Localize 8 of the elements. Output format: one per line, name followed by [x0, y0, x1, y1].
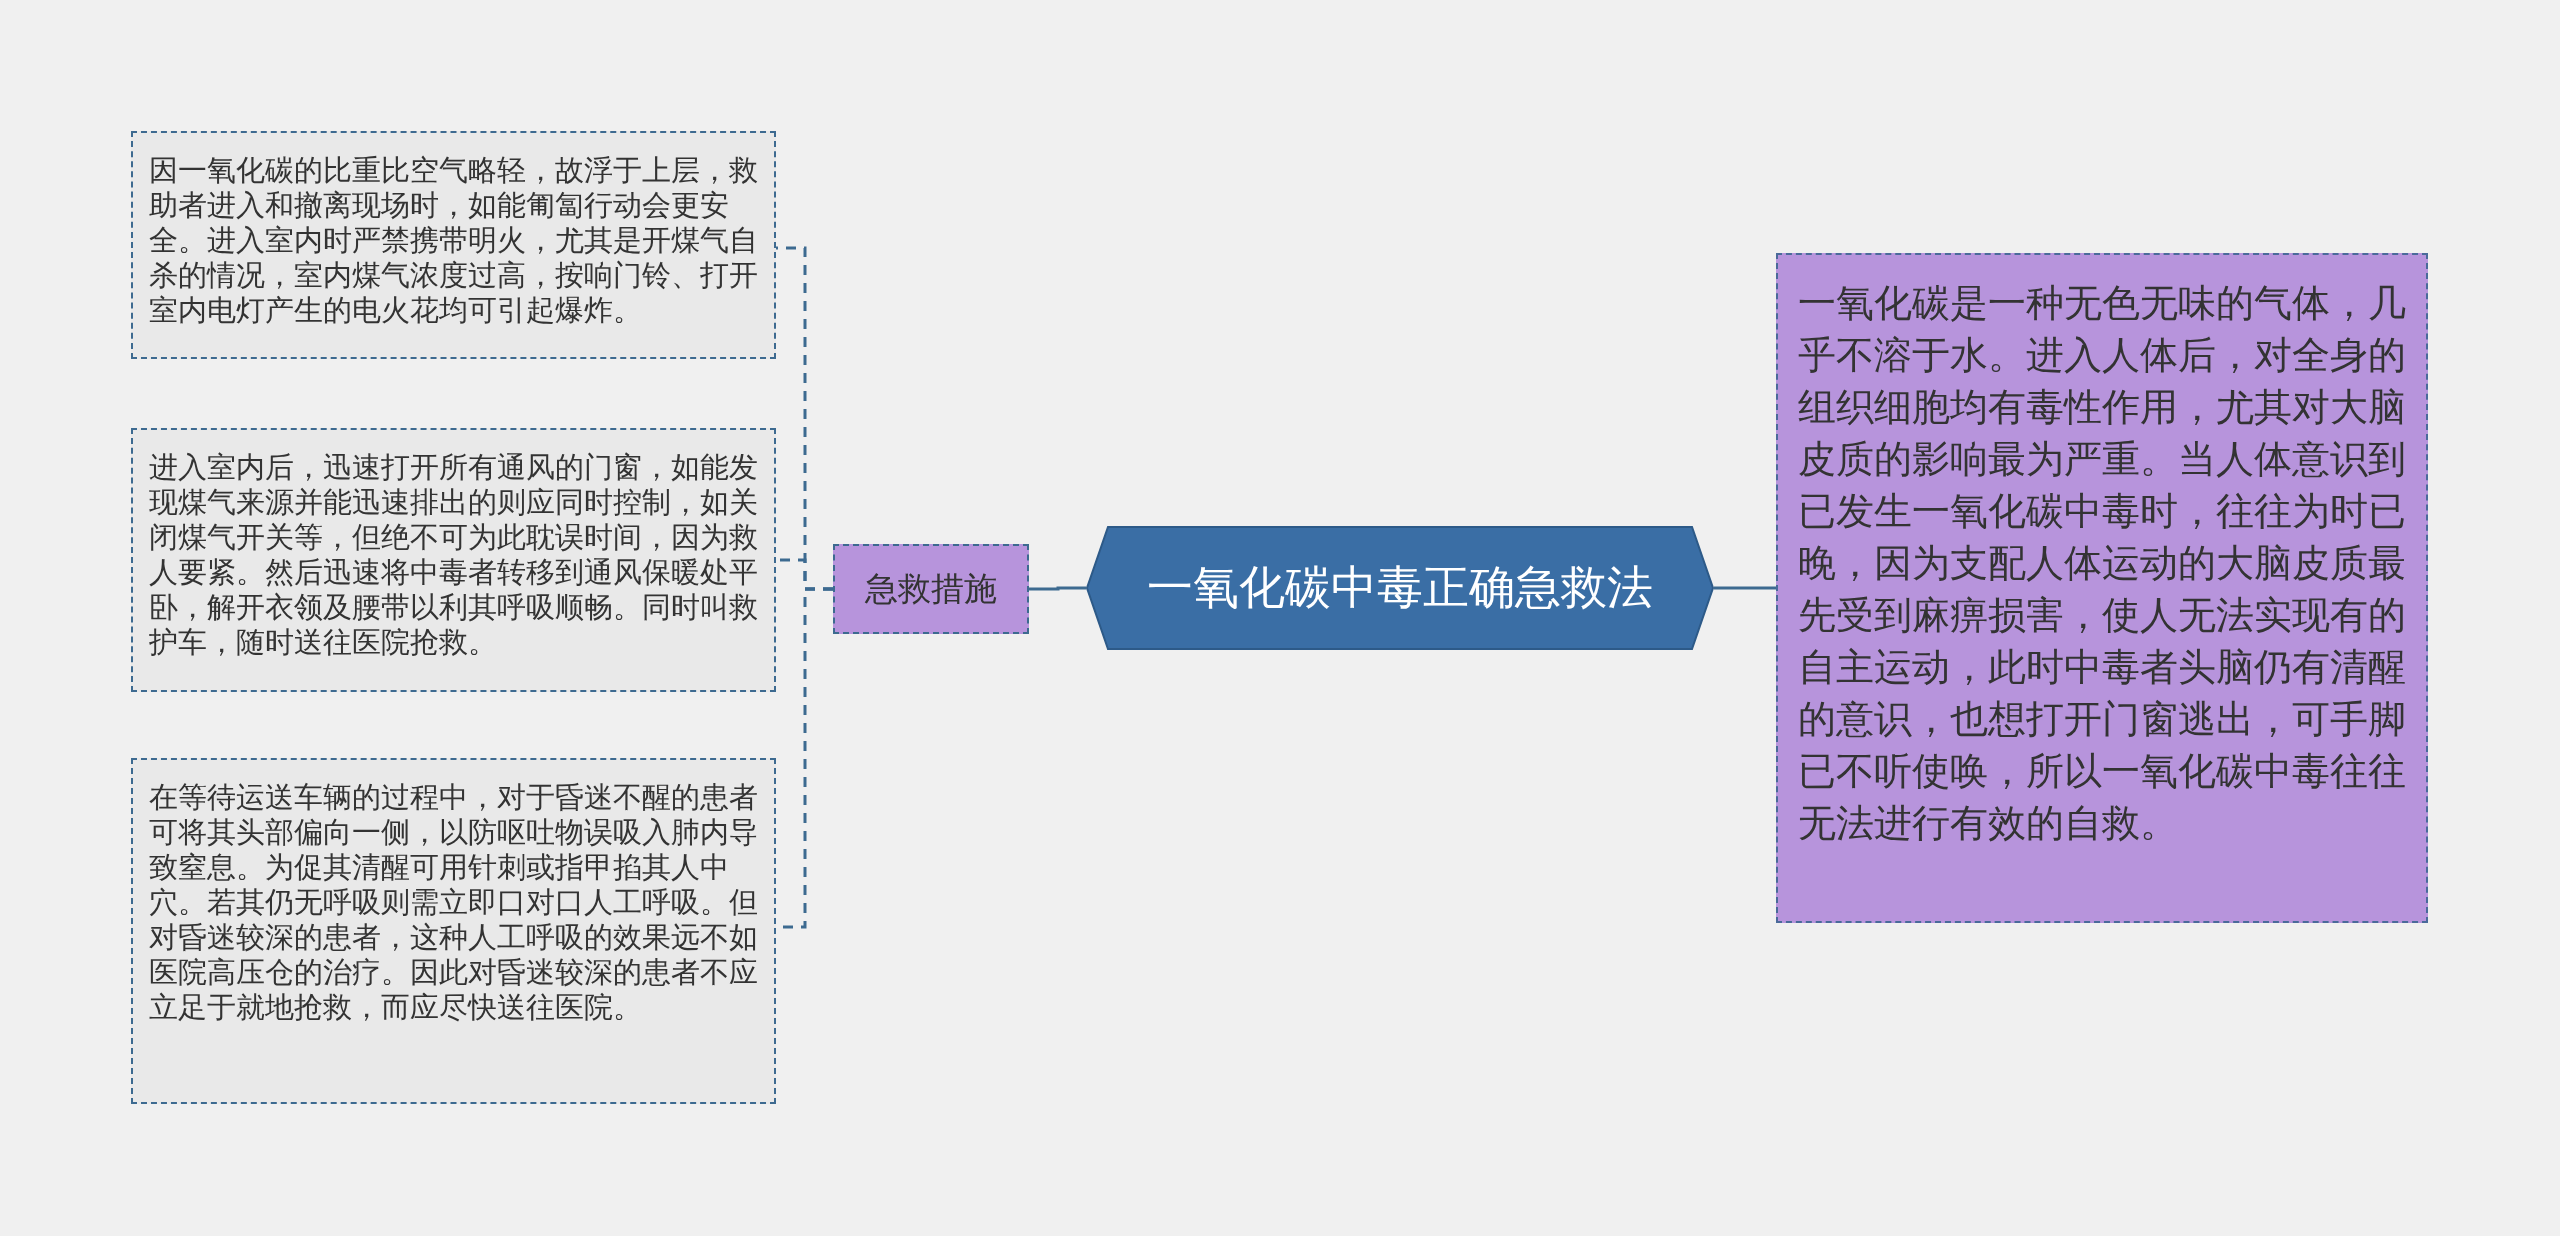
connector-line [1714, 586, 1776, 590]
text-box: 因一氧化碳的比重比空气略轻，故浮于上层，救助者进入和撤离现场时，如能匍匐行动会更安全。进入室内时严禁携带明火，尤其是开煤气自杀的情况，室内煤气浓度过高，按响门铃、打开室内电灯产生的电火花均可引起爆炸。 [131, 131, 776, 359]
text-box: 进入室内后，迅速打开所有通风的门窗，如能发现煤气来源并能迅速排出的则应同时控制，如关闭煤气开关等，但绝不可为此耽误时间，因为救人要紧。然后迅速将中毒者转移到通风保暖处平卧，解开衣领及腰带以利其呼吸顺畅。同时叫救护车，随时送往医院抢救。 [131, 428, 776, 692]
topic-hexagon: 一氧化碳中毒正确急救法 [1086, 526, 1714, 650]
connector-line [1029, 586, 1086, 591]
branch-box: 急救措施 [833, 544, 1029, 634]
text-box: 一氧化碳是一种无色无味的气体，几乎不溶于水。进入人体后，对全身的组织细胞均有毒性作用，尤其对大脑皮质的影响最为严重。当人体意识到已发生一氧化碳中毒时，往往为时已晚，因为支配人体运动的大脑皮质最先受到麻痹损害，使人无法实现有的自主运动，此时中毒者头脑仍有清醒的意识，也想打开门窗逃出，可手脚已不听使唤，所以一氧化碳中毒往往无法进行有效的自救。 [1776, 253, 2428, 923]
text-box: 在等待运送车辆的过程中，对于昏迷不醒的患者可将其头部偏向一侧，以防呕吐物误吸入肺内导致窒息。为促其清醒可用针刺或指甲掐其人中穴。若其仍无呼吸则需立即口对口人工呼吸。但对昏迷较深的患者，这种人工呼吸的效果远不如医院高压仓的治疗。因此对昏迷较深的患者不应立足于就地抢救，而应尽快送往医院。 [131, 758, 776, 1104]
